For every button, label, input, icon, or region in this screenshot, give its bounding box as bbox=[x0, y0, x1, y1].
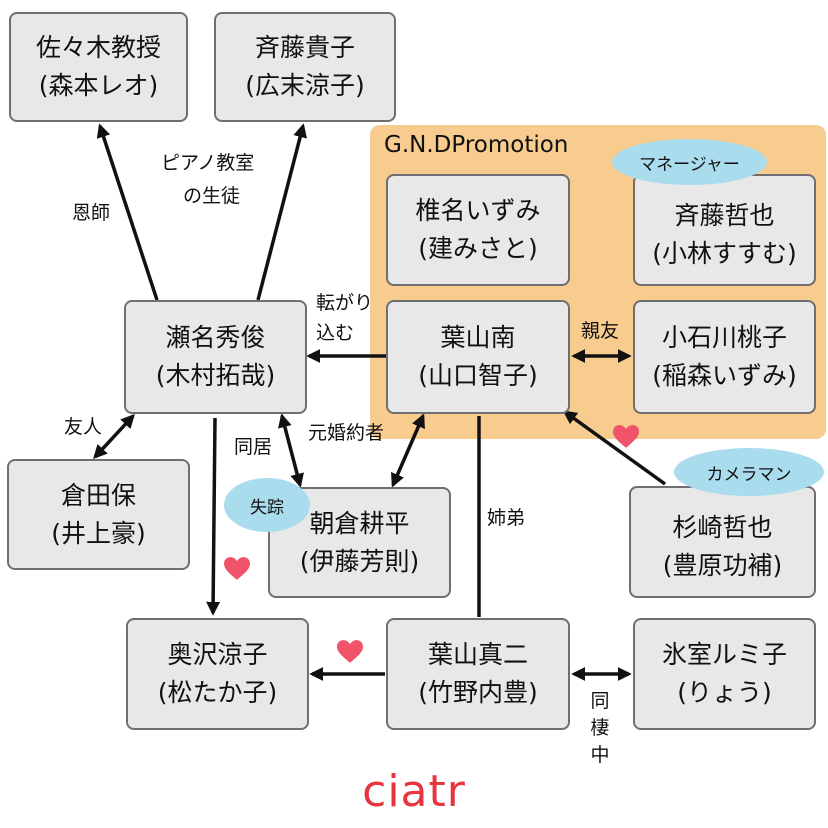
actor-name: (小林すすむ) bbox=[652, 239, 797, 268]
actor-name: (竹野内豊) bbox=[418, 678, 538, 707]
label-yujin: 友人 bbox=[64, 416, 103, 438]
edge-sena-okuzawa bbox=[206, 417, 221, 616]
actor-name: (広末涼子) bbox=[245, 71, 365, 100]
label-dosei: 同棲中 bbox=[590, 690, 610, 766]
edge-sena-asakura bbox=[278, 413, 304, 488]
actor-name: (松たか子) bbox=[157, 678, 278, 707]
character-name: 葉山南 bbox=[440, 323, 516, 352]
label-piano-1: ピアノ教室 bbox=[161, 152, 255, 174]
heart-icon bbox=[224, 557, 250, 580]
node-himuro: 氷室ルミ子 (りょう) bbox=[633, 618, 816, 730]
node-saito-takako: 斉藤貴子 (広末涼子) bbox=[214, 12, 396, 122]
edge-sugisaki-minami bbox=[562, 410, 667, 486]
badge-shisso: 失踪 bbox=[224, 478, 310, 532]
character-name: 奥沢涼子 bbox=[167, 640, 268, 669]
label-shinyu: 親友 bbox=[581, 320, 620, 342]
label-korogari-2: 込む bbox=[316, 322, 355, 344]
label-shitei: 姉弟 bbox=[487, 507, 526, 529]
actor-name: (森本レオ) bbox=[38, 71, 159, 100]
actor-name: (建みさと) bbox=[418, 234, 538, 263]
actor-name: (木村拓哉) bbox=[155, 361, 276, 390]
node-koishikawa: 小石川桃子 (稲森いずみ) bbox=[633, 300, 816, 414]
edge-sena-saitotakako bbox=[256, 123, 307, 301]
character-name: 氷室ルミ子 bbox=[661, 640, 787, 669]
badge-manager: マネージャー bbox=[612, 139, 767, 185]
label-dokyo: 同居 bbox=[234, 436, 273, 458]
edge-sena-sasaki bbox=[96, 123, 159, 301]
actor-name: (伊藤芳則) bbox=[299, 546, 420, 576]
actor-name: (りょう) bbox=[677, 678, 772, 707]
label-piano-2: の生徒 bbox=[183, 185, 241, 207]
badge-cameraman: カメラマン bbox=[674, 448, 824, 496]
character-name: 椎名いずみ bbox=[415, 196, 541, 225]
actor-name: (稲森いずみ) bbox=[652, 361, 797, 390]
edge-minami-asakura bbox=[391, 413, 425, 488]
heart-icon bbox=[613, 425, 639, 448]
character-name: 斉藤哲也 bbox=[674, 201, 775, 230]
node-kurata: 倉田保 (井上豪) bbox=[7, 459, 190, 570]
node-sugisaki: 杉崎哲也 (豊原功補) bbox=[629, 486, 816, 598]
node-saito-tetsuya: 斉藤哲也 (小林すすむ) bbox=[633, 174, 816, 286]
character-name: 斉藤貴子 bbox=[254, 33, 355, 62]
character-name: 杉崎哲也 bbox=[672, 513, 773, 542]
label-moto-konyakusha: 元婚約者 bbox=[308, 422, 385, 444]
character-name: 瀬名秀俊 bbox=[165, 323, 266, 352]
node-sasaki: 佐々木教授 (森本レオ) bbox=[9, 12, 188, 122]
character-name: 小石川桃子 bbox=[661, 323, 787, 352]
node-okuzawa: 奥沢涼子 (松たか子) bbox=[126, 618, 309, 730]
group-title: G.N.DPromotion bbox=[384, 132, 569, 158]
edge-sena-kurata bbox=[93, 413, 135, 460]
actor-name: (豊原功補) bbox=[662, 551, 783, 580]
ciatr-logo: ciatr bbox=[362, 766, 466, 817]
node-hayama-minami: 葉山南 (山口智子) bbox=[386, 300, 570, 414]
actor-name: (山口智子) bbox=[418, 361, 538, 390]
character-name: 朝倉耕平 bbox=[309, 508, 410, 538]
node-shiina: 椎名いずみ (建みさと) bbox=[386, 174, 570, 286]
label-korogari-1: 転がり bbox=[316, 292, 374, 314]
character-name: 倉田保 bbox=[60, 480, 136, 510]
node-sena: 瀬名秀俊 (木村拓哉) bbox=[124, 300, 307, 414]
heart-icon bbox=[337, 640, 363, 663]
character-name: 葉山真二 bbox=[427, 640, 528, 669]
node-hayama-shinji: 葉山真二 (竹野内豊) bbox=[386, 618, 570, 730]
label-onshi: 恩師 bbox=[72, 202, 111, 224]
actor-name: (井上豪) bbox=[51, 518, 146, 548]
character-name: 佐々木教授 bbox=[35, 33, 161, 62]
